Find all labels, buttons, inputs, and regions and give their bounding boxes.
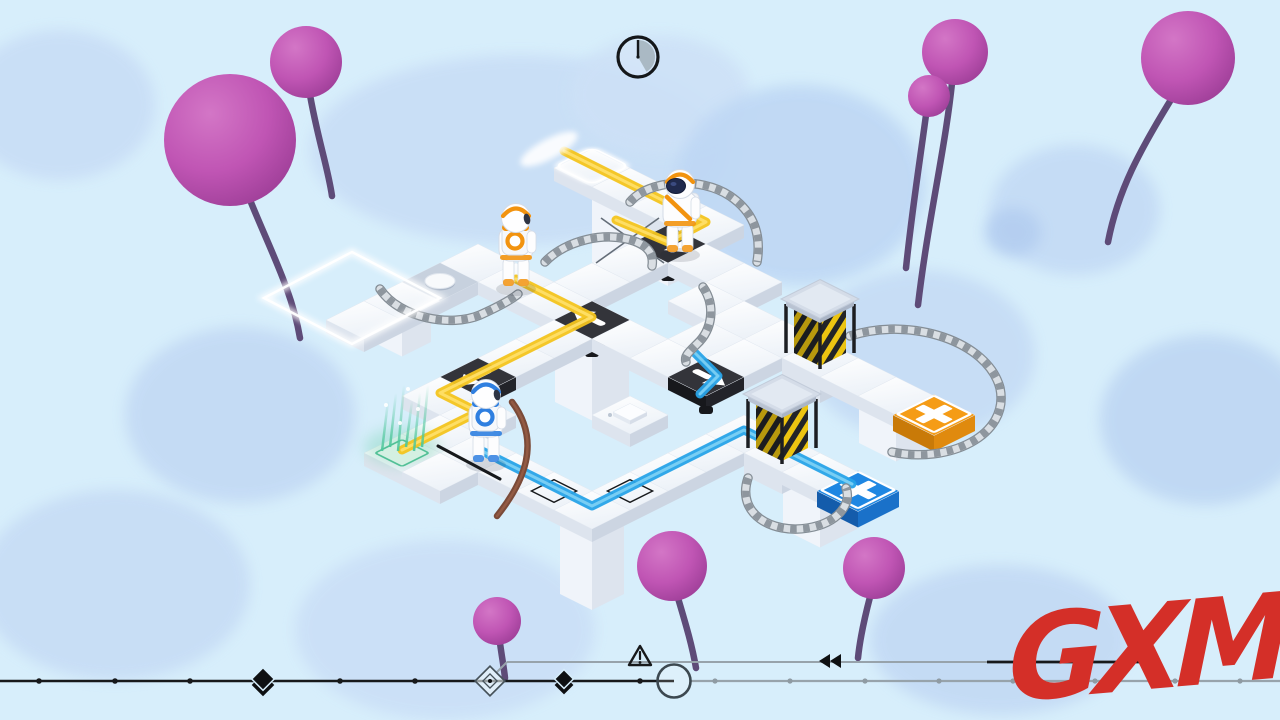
hazard-pillar — [779, 278, 861, 369]
visor — [523, 213, 531, 225]
cloud-blob — [870, 565, 1130, 715]
cables — [375, 178, 1006, 534]
cloud-blob — [125, 327, 355, 503]
tree — [1104, 11, 1235, 246]
tree — [473, 597, 521, 682]
cloud-blob — [985, 208, 1041, 256]
cloud-blob — [0, 30, 155, 180]
hazard-pillars — [741, 278, 861, 464]
tree — [270, 26, 342, 200]
timeline-event-diamond[interactable] — [250, 666, 276, 697]
cloud-blob — [0, 490, 250, 680]
tree — [164, 74, 304, 342]
timeline-branch-marker[interactable] — [473, 664, 507, 698]
visor — [666, 178, 686, 194]
astronaut-blue[interactable] — [466, 379, 507, 473]
cloud-blob — [1100, 335, 1280, 505]
tree — [914, 19, 988, 309]
rewind-icon[interactable] — [819, 654, 841, 668]
cloud-blob — [295, 540, 595, 720]
astronaut-visor[interactable] — [660, 169, 701, 263]
tree — [902, 75, 950, 272]
rod-prop — [436, 444, 502, 481]
warning-icon[interactable] — [627, 644, 653, 667]
characters — [466, 169, 701, 473]
button-pad[interactable] — [424, 273, 456, 289]
tile-plate[interactable] — [591, 395, 669, 447]
tile-plus[interactable] — [892, 394, 976, 452]
props — [256, 131, 578, 520]
clock-icon[interactable] — [616, 35, 660, 79]
light-flare — [520, 131, 578, 167]
hazard-pillar — [741, 373, 823, 464]
visor — [493, 389, 501, 401]
tree — [843, 537, 905, 662]
watermark-gxm: GXM — [1007, 566, 1280, 720]
astronaut-orange[interactable] — [496, 203, 537, 297]
tree — [637, 531, 707, 672]
tile-white[interactable] — [401, 452, 479, 504]
alien-trees — [164, 11, 1235, 682]
timeline — [0, 644, 1280, 699]
timeline-current-marker[interactable] — [656, 663, 692, 699]
